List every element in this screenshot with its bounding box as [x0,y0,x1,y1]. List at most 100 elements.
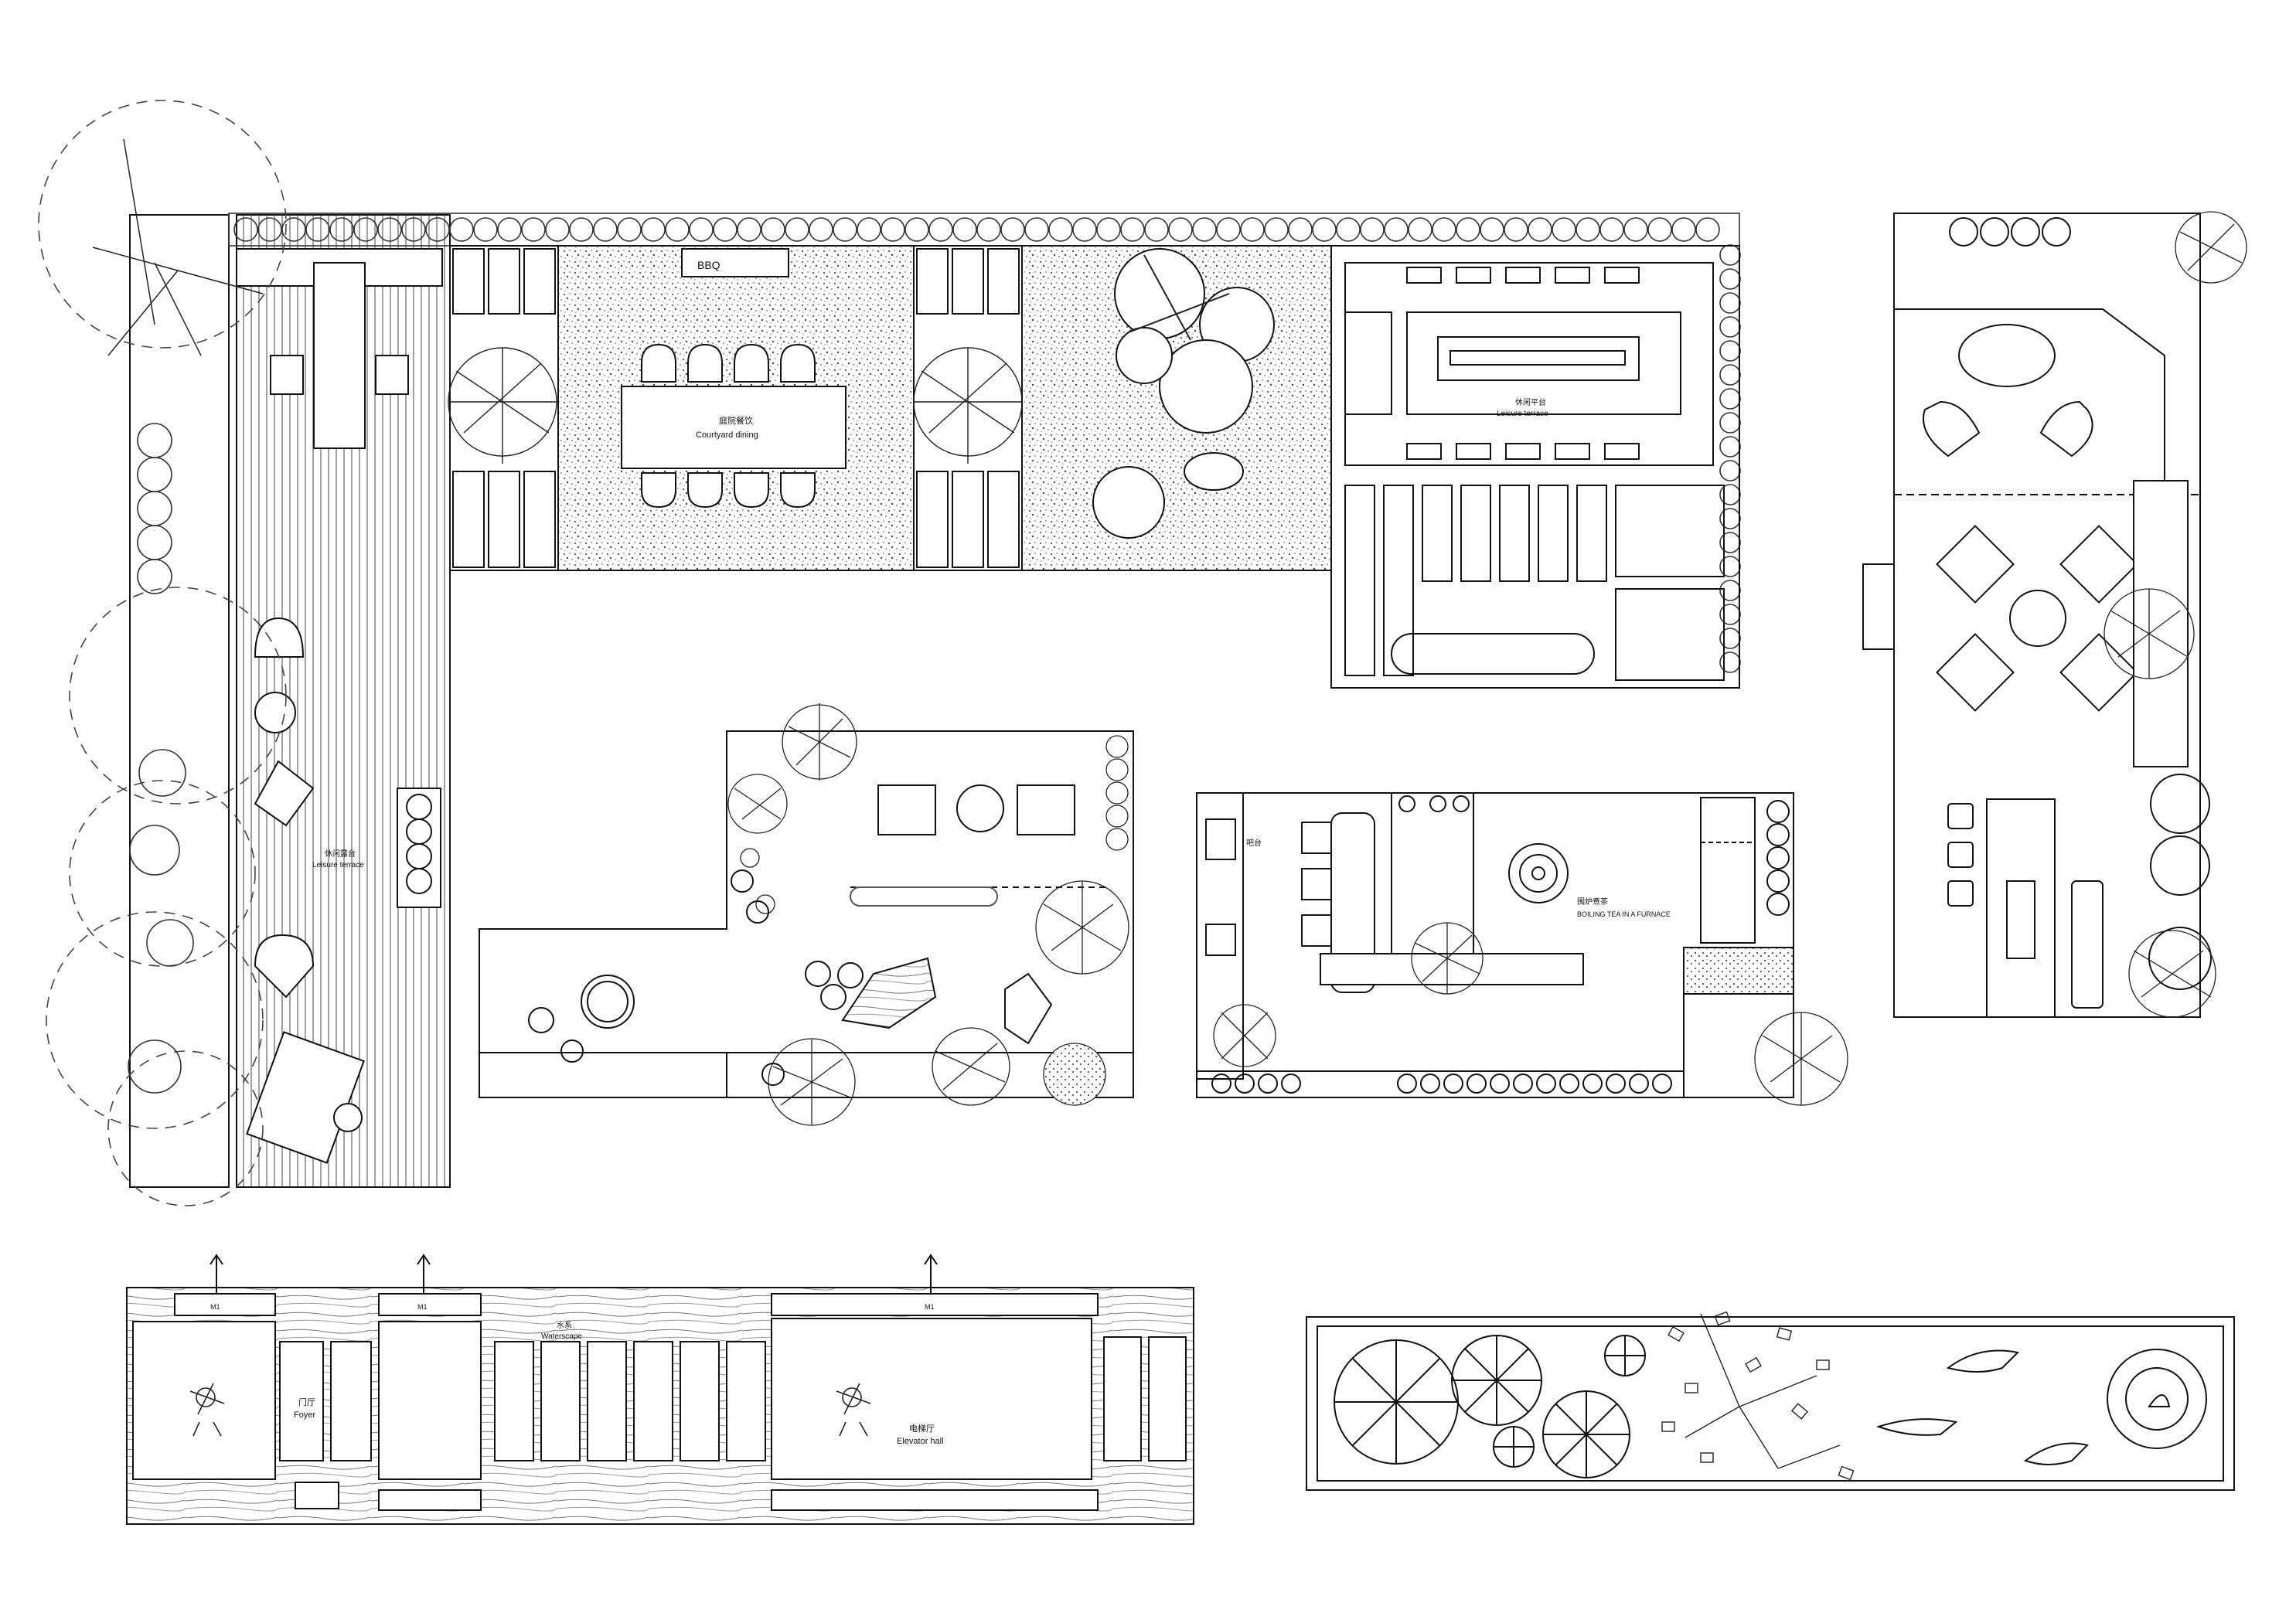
hedge-shrub [1384,217,1409,242]
label-waterscape-en: Waterscape [541,1332,582,1341]
label-bar-cn: 吧台 [1246,838,1262,848]
hedge-shrub [1240,217,1265,242]
label-leisure-terrace-top-en: Leisure terrace [1497,410,1548,418]
bottom-lobby-figures [189,1383,871,1437]
hedge-shrub [1719,340,1741,362]
hedge-shrub [425,217,450,242]
bench-column-left [449,245,559,571]
hedge-shrub [1719,556,1741,577]
hedge-shrub [617,217,642,242]
hedge-shrub [401,217,426,242]
hedge-shrub [1719,388,1741,410]
hedge-shrub [1192,217,1217,242]
hedge-shrub [976,217,1001,242]
hedge-shrub [1671,217,1696,242]
bottom-planting-strip [1306,1316,2235,1491]
label-leisure-terrace-left-cn: 休闲露台 [325,849,356,859]
bottom-lobby-strip [126,1254,1194,1525]
label-elevator-hall-en: Elevator hall [897,1437,944,1446]
hedge-shrub [593,217,618,242]
hedge-shrub [257,217,282,242]
hedge-shrub [305,217,330,242]
hedge-shrub [1432,217,1456,242]
hedge-shrub [713,217,738,242]
plan-labels: BBQ 庭院餐饮 Courtyard dining 休闲平台 Leisure t… [210,259,1671,1446]
hedge-shrub [497,217,522,242]
hedge-shrub [1719,364,1741,386]
label-bbq: BBQ [697,259,720,271]
central-courtyard-plants [727,703,1129,1126]
hedge-shrub [1719,508,1741,529]
hedge-shrub [785,217,809,242]
hedge-shrub [1695,217,1720,242]
left-tree-canopies [38,100,287,1206]
left-hedge-shrubs [128,423,194,1094]
hedge-shrub [1576,217,1600,242]
hedge-shrub [1719,652,1741,673]
hedge-shrub [1623,217,1648,242]
hedge-shrub [857,217,881,242]
tea-house-area [1196,792,1794,1098]
hedge-shrub [952,217,977,242]
hedge-shrub [1719,580,1741,601]
hedge-shrub [1048,217,1073,242]
hedge-shrub [641,217,666,242]
hedge-shrub [928,217,953,242]
door-tag-3: M1 [925,1303,935,1311]
hedge-shrub [1504,217,1528,242]
hedge-shrub [1719,268,1741,290]
hedge-shrub [473,217,498,242]
leisure-terrace-top [1330,245,1740,689]
hedge-shrub [233,217,258,242]
hedge-shrub [689,217,714,242]
label-courtyard-dining-en: Courtyard dining [696,430,758,440]
hedge-shrub [1719,436,1741,458]
hedge-shrub [1144,217,1169,242]
hedge-shrub [1072,217,1097,242]
hedge-shrub [833,217,857,242]
hedge-shrub [1719,484,1741,505]
hedge-shrub [1552,217,1576,242]
hedge-shrub [281,217,306,242]
hedge-shrub [353,217,378,242]
gravel-garden-right [1021,245,1332,571]
label-waterscape-cn: 水系 [557,1321,572,1330]
hedge-shrub [1719,316,1741,338]
hedge-shrub [377,217,402,242]
hedge-shrub [1360,217,1385,242]
label-courtyard-dining-cn: 庭院餐饮 [719,415,753,426]
hedge-shrub [904,217,929,242]
hedge-shrub [545,217,570,242]
left-tree-branches [92,138,264,356]
hedge-shrub [881,217,905,242]
hedge-shrub [329,217,354,242]
right-lounge-terrace [1862,213,2212,1018]
top-boundary-hedge [228,213,1741,673]
hedge-shrub [737,217,761,242]
hedge-shrub [1719,412,1741,434]
hedge-shrub [1456,217,1480,242]
hedge-shrub [1336,217,1361,242]
hedge-shrub [1719,460,1741,481]
hedge-shrub [1719,604,1741,625]
hedge-shrub [1599,217,1624,242]
hedge-shrub [1000,217,1025,242]
hedge-shrub [1216,217,1241,242]
hedge-shrub [1288,217,1313,242]
hedge-shrub [1024,217,1049,242]
hedge-shrub [665,217,690,242]
hedge-shrub [1647,217,1672,242]
hedge-shrub [761,217,785,242]
label-leisure-terrace-left-en: Leisure terrace [312,861,364,869]
hedge-shrub [1312,217,1337,242]
planter-shrubs-top [448,347,1023,464]
hedge-shrub [1264,217,1289,242]
hedge-shrub [1528,217,1552,242]
hedge-shrub [1408,217,1432,242]
label-boiling-tea-cn: 围炉煮茶 [1577,897,1608,907]
hedge-shrub [1719,628,1741,649]
hedge-shrub [1168,217,1193,242]
hedge-shrub [449,217,474,242]
door-tag-2: M1 [417,1303,428,1311]
